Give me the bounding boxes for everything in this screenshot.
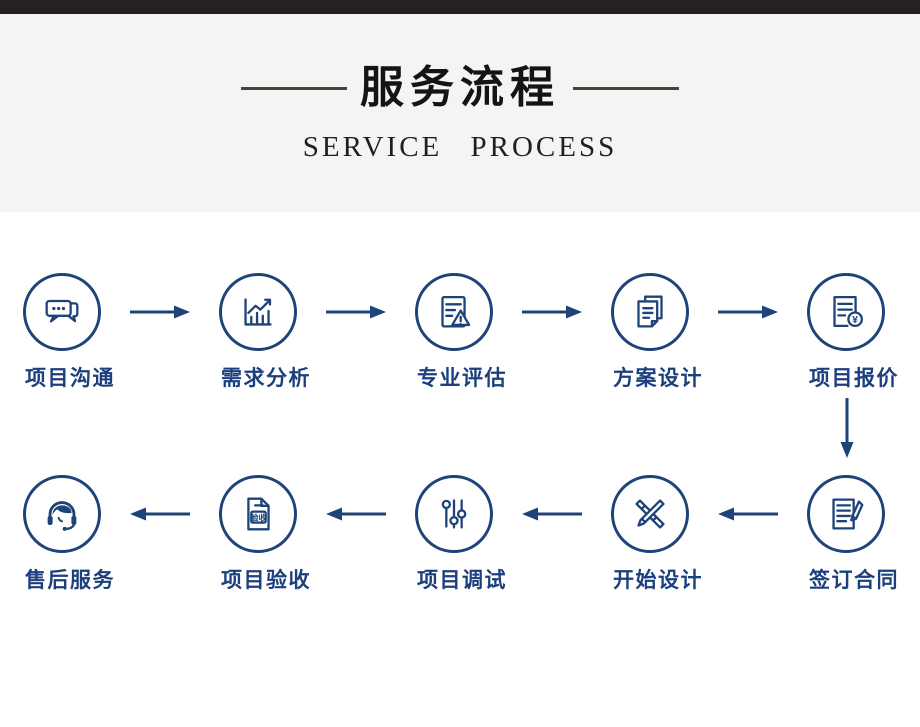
step-label: 售后服务 xyxy=(25,569,115,592)
header-section: 服务流程 SERVICE PROCESS xyxy=(0,14,920,212)
flow-step-6: 签订合同 xyxy=(766,475,920,594)
document-warning-icon xyxy=(441,295,471,328)
arrow-left-icon xyxy=(326,507,386,521)
page-subtitle: SERVICE PROCESS xyxy=(302,131,618,163)
pencil-ruler-icon xyxy=(635,499,665,529)
flow-step-2: 需求分析 xyxy=(178,273,338,392)
top-dark-bar xyxy=(0,0,920,14)
step-label: 签订合同 xyxy=(809,569,899,592)
flow-step-9: 验收 项目验收 xyxy=(178,475,338,594)
step-label: 项目验收 xyxy=(221,569,311,592)
step-circle xyxy=(219,273,297,351)
arrow-right-icon xyxy=(326,305,386,319)
flow-step-5: ¥ 项目报价 xyxy=(766,273,920,392)
bar-chart-growth-icon xyxy=(244,298,272,326)
title-row: 服务流程 xyxy=(0,64,920,112)
title-decorative-line-right xyxy=(573,86,679,90)
page-title: 服务流程 xyxy=(360,63,560,112)
flow-step-4: 方案设计 xyxy=(570,273,730,392)
step-label: 需求分析 xyxy=(221,367,311,390)
step-circle xyxy=(415,273,493,351)
documents-stack-icon xyxy=(637,295,663,328)
step-circle: 验收 xyxy=(219,475,297,553)
step-label: 项目调试 xyxy=(417,569,507,592)
document-price-icon: ¥ xyxy=(833,295,863,328)
flow-step-8: 项目调试 xyxy=(374,475,534,594)
contract-pen-icon xyxy=(832,498,864,530)
arrow-left-icon xyxy=(718,507,778,521)
arrow-right-icon xyxy=(130,305,190,319)
step-circle xyxy=(415,475,493,553)
document-stamp-icon: 验收 xyxy=(247,497,270,531)
step-label: 专业评估 xyxy=(417,367,507,390)
headset-support-icon xyxy=(47,501,77,531)
flow-section: 项目沟通 需求分析 xyxy=(0,212,920,727)
step-circle xyxy=(611,475,689,553)
step-label: 项目沟通 xyxy=(25,367,115,390)
arrow-right-icon xyxy=(522,305,582,319)
flow-step-7: 开始设计 xyxy=(570,475,730,594)
step-circle xyxy=(23,273,101,351)
step-label: 方案设计 xyxy=(613,367,703,390)
step-circle xyxy=(23,475,101,553)
arrow-left-icon xyxy=(130,507,190,521)
step-circle xyxy=(611,273,689,351)
sliders-icon xyxy=(441,499,467,529)
flow-step-10: 售后服务 xyxy=(0,475,142,594)
flow-step-1: 项目沟通 xyxy=(0,273,142,392)
arrow-right-icon xyxy=(718,305,778,319)
stamp-text: 验收 xyxy=(250,512,267,522)
arrow-left-icon xyxy=(522,507,582,521)
yuan-symbol: ¥ xyxy=(852,314,858,326)
chat-bubbles-icon xyxy=(45,299,79,323)
step-label: 项目报价 xyxy=(809,367,899,390)
flow-step-3: 专业评估 xyxy=(374,273,534,392)
arrow-down-icon xyxy=(840,398,854,458)
step-circle: ¥ xyxy=(807,273,885,351)
step-label: 开始设计 xyxy=(613,569,703,592)
step-circle xyxy=(807,475,885,553)
title-decorative-line-left xyxy=(241,86,347,90)
